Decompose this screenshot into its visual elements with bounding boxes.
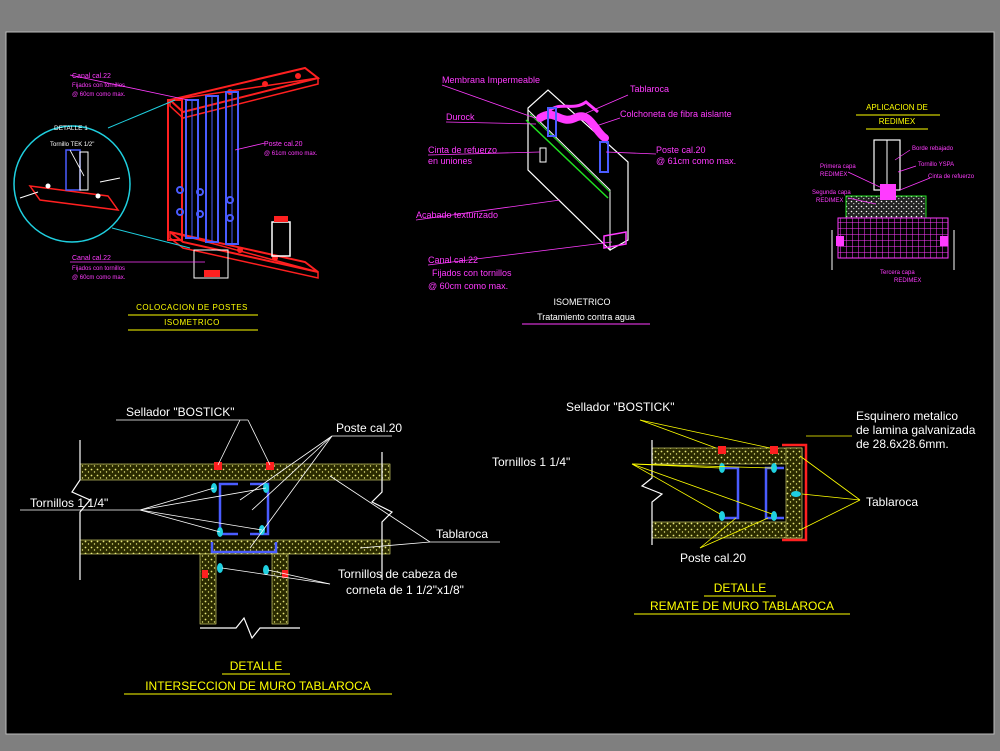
poste-label-right: Poste cal.20 [680,551,746,565]
cinta-refuerzo-label: Cinta de refuerzo [928,174,975,180]
esquinero-label-2: de lamina galvanizada [856,423,976,437]
tornillos-label-right: Tornillos 1 1/4" [492,455,570,469]
canal-note2-iso: @ 60cm como max. [428,281,508,291]
canal-top-note2: @ 60cm como max. [72,92,126,98]
tornillos-cabeza-label-2: corneta de 1 1/2"x1/8" [346,583,464,597]
tablaroca-label-right: Tablaroca [866,495,918,509]
detalle1-label: DETALLE 1 [54,125,88,132]
tornillos-label-left: Tornillos 1 1/4" [30,496,108,510]
poste-label: Poste cal.20 [264,141,303,148]
redimex-subtitle: REDIMEX [879,117,916,126]
poste-note: @ 61cm como max. [264,151,318,157]
cinta-label: Cinta de refuerzo [428,145,497,155]
section-title-colocacion: COLOCACION DE POSTES [136,303,248,312]
section-interseccion: Sellador "BOSTICK" Poste cal.20 Tornillo… [20,405,500,695]
canal-bottom-note2: @ 60cm como max. [72,275,126,281]
tablaroca-label-left: Tablaroca [436,527,488,541]
acabado-label: Acabado texturizado [416,210,498,220]
primera-capa-label-2: REDIMEX [820,172,847,178]
canal-bottom-label: Canal cal.22 [72,255,111,262]
poste-label-iso: Poste cal.20 [656,145,706,155]
canal-top-label: Canal cal.22 [72,73,111,80]
canal-note1-iso: Fijados con tornillos [432,268,512,278]
section-title-detalle-left: DETALLE [230,659,282,673]
tornillo-yspa-label: Tornillo YSPA [918,162,954,168]
sellador-label-right: Sellador "BOSTICK" [566,400,675,414]
section-subtitle-tratamiento: Tratamiento contra agua [537,312,635,322]
drawing-sheet [5,31,995,735]
redimex-title: APLICACION DE [866,103,928,112]
segunda-capa-label: Segunda capa [812,190,851,196]
tercera-capa-label: Tercera capa [880,270,915,276]
poste-label-left: Poste cal.20 [336,421,402,435]
tornillo-tek-label: Tornillo TEK 1/2" [50,142,94,148]
tornillos-cabeza-label: Tornillos de cabeza de [338,567,458,581]
membrana-label: Membrana Impermeable [442,75,540,85]
canal-label-iso: Canal cal.22 [428,255,478,265]
section-aplicacion-redimex: APLICACION DE REDIMEX Borde rebajado Tor… [812,103,975,284]
canal-top-note1: Fijados con tornillos [72,83,125,89]
tercera-capa-label-2: REDIMEX [894,278,921,284]
section-title-isometrico: ISOMETRICO [553,297,610,307]
durock-label: Durock [446,112,475,122]
borde-label: Borde rebajado [912,146,954,152]
section-isometrico: Membrana Impermeable Tablaroca Durock Co… [415,75,736,325]
section-colocacion-postes: Canal cal.22 Fijados con tornillos @ 60c… [13,66,321,331]
segunda-capa-label-2: REDIMEX [816,198,843,204]
section-subtitle-remate: REMATE DE MURO TABLAROCA [650,599,834,613]
sellador-label-left: Sellador "BOSTICK" [126,405,235,419]
colchoneta-label: Colchoneta de fibra aislante [620,109,732,119]
section-subtitle-interseccion: INTERSECCION DE MURO TABLAROCA [145,679,371,693]
primera-capa-label: Primera capa [820,164,856,170]
poste-note-iso: @ 61cm como max. [656,156,736,166]
esquinero-label-3: de 28.6x28.6mm. [856,437,949,451]
section-subtitle-isometrico: ISOMETRICO [164,318,220,327]
canal-bottom-note1: Fijados con tornillos [72,266,125,272]
section-remate: Sellador "BOSTICK" Esquinero metalico de… [492,400,976,615]
esquinero-label: Esquinero metalico [856,409,958,423]
section-title-detalle-right: DETALLE [714,581,766,595]
cinta-label-2: en uniones [428,156,473,166]
tablaroca-label-iso: Tablaroca [630,84,669,94]
